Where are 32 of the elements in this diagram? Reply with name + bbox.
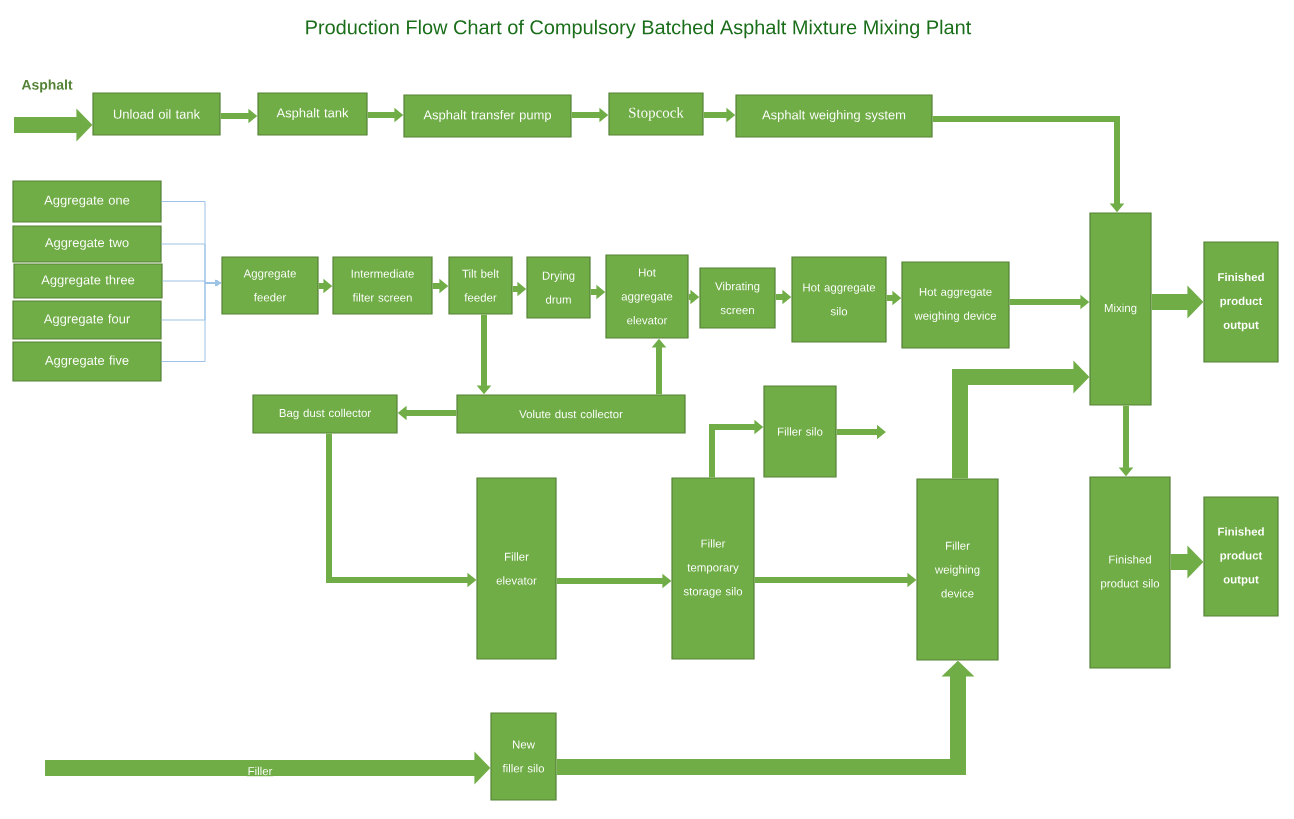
process-box: Hot aggregate silo xyxy=(791,256,887,343)
process-box: Asphalt tank xyxy=(257,92,368,136)
arrow xyxy=(161,279,221,362)
process-box: Hot aggregate weighing device xyxy=(901,261,1010,349)
process-box: Tilt belt feeder xyxy=(448,256,513,315)
process-box: Filler weighing device xyxy=(916,478,999,661)
title: Production Flow Chart of Compulsory Batched Asphalt Mixture Mixing Plant xyxy=(306,19,972,39)
process-box: Finished product output xyxy=(1203,496,1279,617)
process-box: Asphalt weighing system xyxy=(735,94,933,138)
process-box: Aggregate three xyxy=(13,263,163,299)
process-box: Aggregate two xyxy=(12,225,162,263)
process-box: Aggregate five xyxy=(12,341,162,382)
process-box: Finished product output xyxy=(1203,241,1279,363)
input-label: Asphalt xyxy=(21,79,73,93)
process-box: Stopcock xyxy=(608,92,704,136)
process-box: Bag dust collector xyxy=(252,394,398,434)
process-box: Filler silo xyxy=(763,385,837,478)
process-box: Aggregate one xyxy=(12,180,162,223)
process-box: Mixing xyxy=(1089,212,1152,406)
process-box: Hot aggregate elevator xyxy=(605,254,689,339)
process-box: Volute dust collector xyxy=(456,394,686,434)
process-box: Asphalt transfer pump xyxy=(403,94,572,138)
process-box: Filler temporary storage silo xyxy=(671,477,755,660)
edge-label: Filler xyxy=(248,766,273,776)
process-box: Aggregate feeder xyxy=(221,256,319,315)
process-box: Aggregate four xyxy=(12,300,162,340)
process-box: Filler elevator xyxy=(476,477,557,660)
process-box: Drying drum xyxy=(526,256,591,319)
process-box: Intermediate filter screen xyxy=(332,256,433,315)
process-box: New filler silo xyxy=(490,712,557,801)
process-box: Finished product silo xyxy=(1089,476,1171,669)
process-box: Vibrating screen xyxy=(699,267,776,329)
